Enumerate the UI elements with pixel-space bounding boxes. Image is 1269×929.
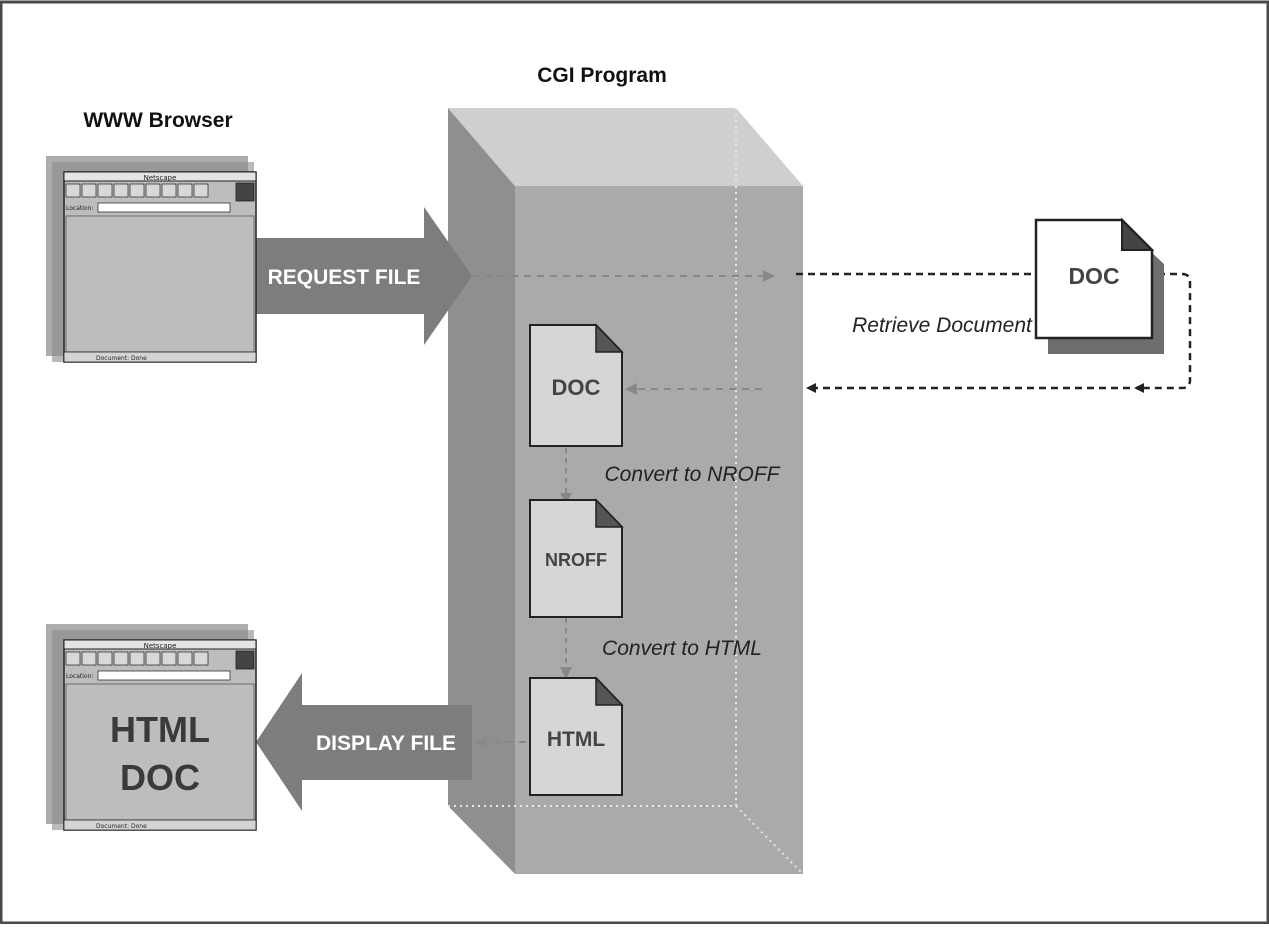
location-input-top[interactable]: [97, 202, 231, 213]
location-input-bottom[interactable]: [97, 670, 231, 681]
browser-bottom-title: Netscape: [144, 642, 177, 650]
browser-bottom-content-area: [65, 683, 255, 821]
html-doc-line1: HTML: [110, 709, 210, 750]
www-browser-label: WWW Browser: [83, 109, 232, 132]
convert-nroff-label: Convert to NROFF: [604, 463, 780, 486]
back-button[interactable]: [65, 651, 81, 666]
external-doc-label: DOC: [1068, 263, 1119, 289]
home-button[interactable]: [97, 183, 113, 198]
cgi-box-hidden-edge: [735, 805, 804, 875]
location-label-bottom: Location:: [66, 673, 93, 680]
retrieve-return-loop: [1134, 272, 1192, 393]
back-button[interactable]: [65, 183, 81, 198]
browser-top-status: Document: Done: [96, 355, 147, 362]
print-button[interactable]: [161, 651, 177, 666]
browser-window-top: Netscape Location: Document: Done: [46, 156, 257, 363]
open-button[interactable]: [145, 651, 161, 666]
images-button[interactable]: [129, 651, 145, 666]
stop-button[interactable]: [193, 651, 209, 666]
netscape-logo-icon: [235, 650, 255, 670]
browser-bottom-status: Document: Done: [96, 823, 147, 830]
open-button[interactable]: [145, 183, 161, 198]
external-doc-icon: DOC: [1034, 217, 1164, 354]
html-doc-line2: DOC: [120, 757, 200, 798]
doc-file-label: DOC: [552, 375, 601, 400]
netscape-logo-icon: [235, 182, 255, 202]
html-file-label: HTML: [547, 728, 605, 751]
print-button[interactable]: [161, 183, 177, 198]
doc-file-icon: DOC: [529, 323, 624, 447]
reload-button[interactable]: [113, 183, 129, 198]
nroff-file-icon: NROFF: [529, 498, 624, 618]
cgi-program-label: CGI Program: [537, 64, 667, 87]
home-button[interactable]: [97, 651, 113, 666]
forward-button[interactable]: [81, 651, 97, 666]
convert-html-label: Convert to HTML: [602, 637, 762, 660]
browser-top-content-area: [65, 215, 255, 353]
reload-button[interactable]: [113, 651, 129, 666]
request-file-label: REQUEST FILE: [268, 266, 421, 289]
find-button[interactable]: [177, 183, 193, 198]
images-button[interactable]: [129, 183, 145, 198]
find-button[interactable]: [177, 651, 193, 666]
display-file-label: DISPLAY FILE: [316, 732, 456, 755]
html-file-icon: HTML: [529, 676, 624, 796]
browser-window-bottom: Netscape Location: HTML DOC Document: Do…: [46, 624, 257, 831]
cgi-box-top-face: [448, 108, 803, 186]
nroff-file-label: NROFF: [545, 550, 607, 570]
cgi-box-left-face: [448, 108, 515, 874]
forward-button[interactable]: [81, 183, 97, 198]
stop-button[interactable]: [193, 183, 209, 198]
cgi-program-box: [448, 108, 804, 875]
display-file-arrow: DISPLAY FILE: [256, 673, 472, 811]
retrieve-document-label: Retrieve Document: [852, 314, 1033, 337]
request-file-arrow: REQUEST FILE: [256, 207, 472, 345]
browser-top-title: Netscape: [144, 174, 177, 182]
location-label-top: Location:: [66, 205, 93, 212]
